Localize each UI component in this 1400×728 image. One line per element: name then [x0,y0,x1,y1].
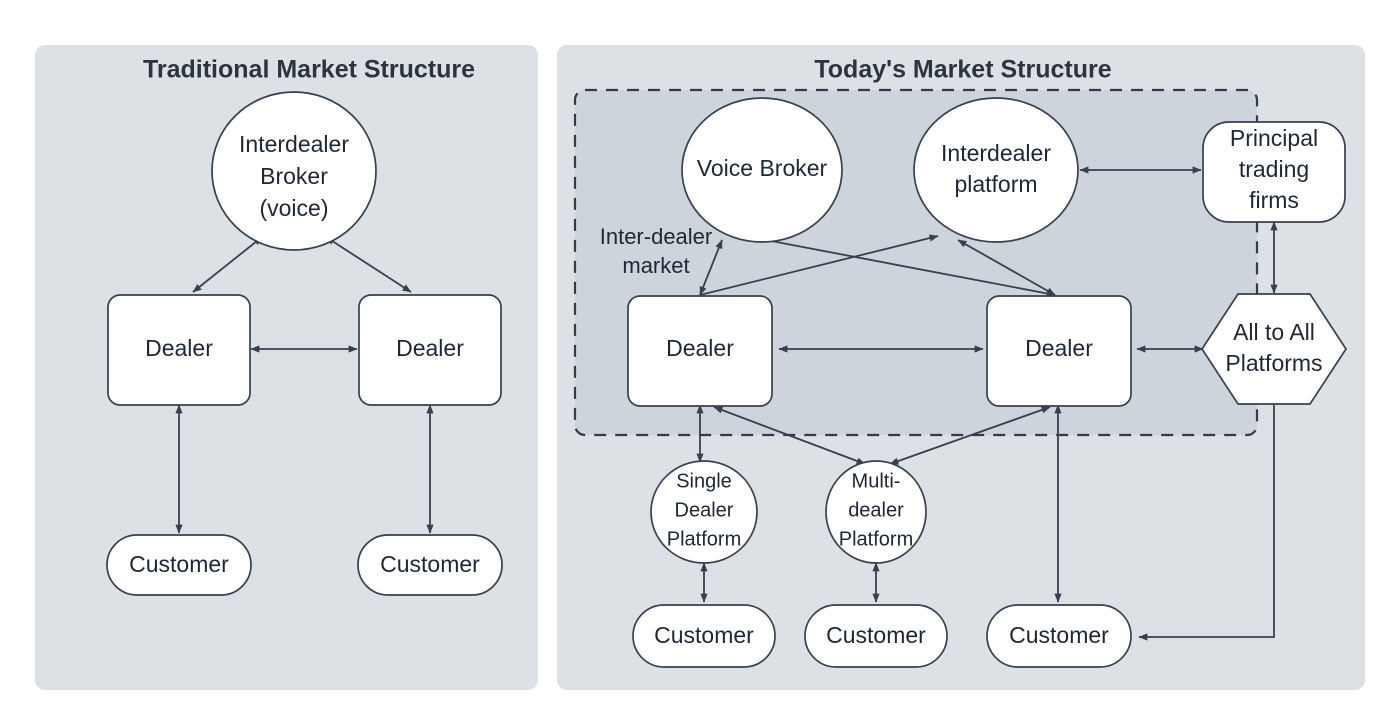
node-dealer-left-today[interactable] [627,295,773,407]
customer-2-label: Customer [826,622,926,648]
node-dealer-left-traditional[interactable] [107,294,251,406]
customer-right-label: Customer [380,551,480,577]
all-to-all-line1: All to All [1233,319,1315,345]
voice-broker-label: Voice Broker [697,155,828,181]
node-principal-trading-firms[interactable] [1202,121,1346,223]
node-customer-3[interactable] [986,604,1132,668]
node-interdealer-platform[interactable] [913,97,1079,243]
node-dealer-right-traditional[interactable] [358,294,502,406]
dealer-right-today-label: Dealer [1025,335,1093,361]
panel-title-traditional: Traditional Market Structure [143,56,475,84]
edge-alltoall-customer3 [1138,405,1275,641]
edge-interdealerplatform-dealerleft [699,234,939,296]
edge-dealerleft-multidealerplatform [713,406,866,465]
node-customer-2[interactable] [804,604,948,668]
single-dealer-platform-line3: Platform [667,528,741,550]
customer-left-label: Customer [129,551,229,577]
node-customer-left-traditional[interactable] [106,534,252,596]
interdealer-broker-line3: (voice) [259,195,328,221]
dealer-left-today-label: Dealer [666,335,734,361]
dealer-left-label: Dealer [145,335,213,361]
dealer-right-label: Dealer [396,335,464,361]
region-label-line2: market [622,253,689,278]
principal-trading-firms-line3: firms [1249,187,1299,213]
customer-3-label: Customer [1009,622,1109,648]
all-to-all-line2: Platforms [1225,350,1322,376]
single-dealer-platform-line1: Single [676,470,732,492]
panel-traditional [35,45,538,690]
node-interdealer-broker-voice[interactable] [211,91,377,251]
edge-interdealerplatform-dealerright [957,239,1056,296]
interdealer-platform-line1: Interdealer [941,140,1051,166]
interdealer-broker-line1: Interdealer [239,131,349,157]
edge-voicebroker-dealerright [744,235,1056,297]
principal-trading-firms-line2: trading [1239,156,1309,182]
interdealer-broker-line2: Broker [260,163,328,189]
edge-broker-dealer-left [192,236,263,293]
customer-1-label: Customer [654,622,754,648]
node-customer-1[interactable] [632,604,776,668]
edge-broker-dealer-right [325,236,412,293]
node-customer-right-traditional[interactable] [357,534,503,596]
panel-title-today: Today's Market Structure [814,56,1111,84]
node-single-dealer-platform[interactable] [650,460,758,564]
single-dealer-platform-line2: Dealer [675,499,734,521]
node-voice-broker[interactable] [681,97,843,243]
node-multi-dealer-platform[interactable] [825,460,927,564]
node-all-to-all-platforms[interactable] [1200,293,1348,405]
edge-dealerright-multidealerplatform [889,406,1051,465]
multi-dealer-platform-line1: Multi- [852,470,901,492]
principal-trading-firms-line1: Principal [1230,125,1318,151]
multi-dealer-platform-line3: Platform [839,528,913,550]
node-dealer-right-today[interactable] [986,295,1132,407]
multi-dealer-platform-line2: dealer [848,499,904,521]
edge-voicebroker-dealerleft [699,239,723,296]
interdealer-platform-line2: platform [954,171,1037,197]
region-label-line1: Inter-dealer [600,224,713,249]
